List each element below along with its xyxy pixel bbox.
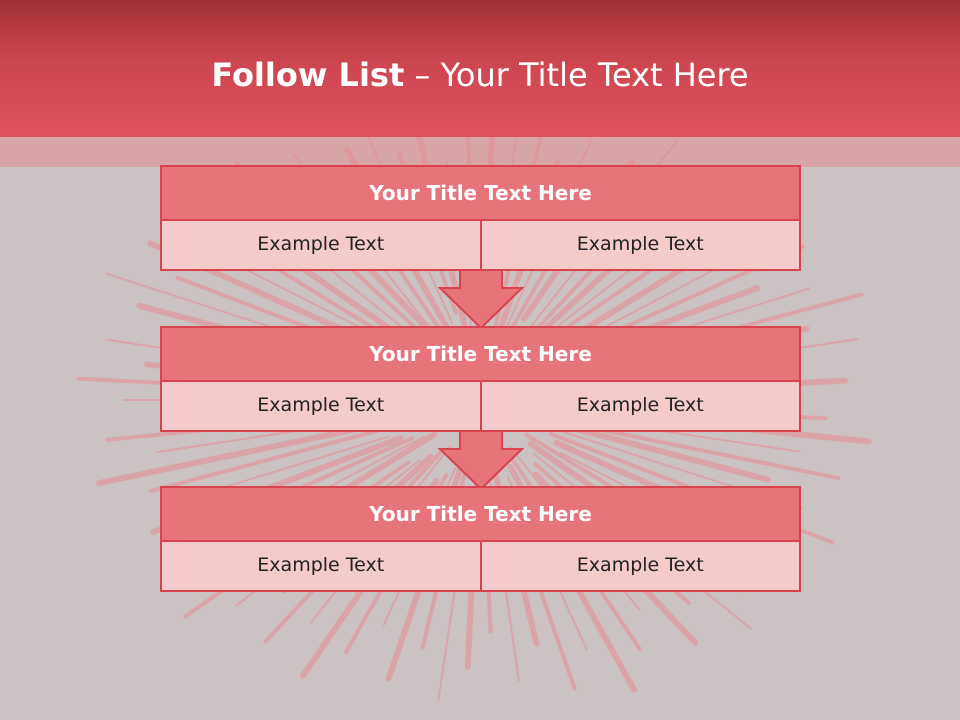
down-arrow-icon bbox=[438, 431, 524, 491]
step-block-2: Your Title Text Here Example Text Exampl… bbox=[160, 326, 801, 432]
step-row-1: Example Text Example Text bbox=[160, 221, 801, 271]
header-bar bbox=[0, 0, 960, 137]
down-arrow-icon bbox=[438, 270, 524, 330]
step-title-2: Your Title Text Here bbox=[160, 326, 801, 382]
title-rest: – Your Title Text Here bbox=[404, 56, 749, 94]
step-cell-left-1: Example Text bbox=[160, 221, 482, 271]
header-strip bbox=[0, 137, 960, 167]
firework-ray bbox=[201, 435, 390, 495]
step-cell-left-3: Example Text bbox=[160, 542, 482, 592]
step-title-1: Your Title Text Here bbox=[160, 165, 801, 221]
firework-ray bbox=[574, 422, 841, 481]
title-bold: Follow List bbox=[211, 56, 405, 94]
step-row-3: Example Text Example Text bbox=[160, 542, 801, 592]
step-cell-right-3: Example Text bbox=[481, 542, 801, 592]
step-title-3: Your Title Text Here bbox=[160, 486, 801, 542]
page-title: Follow List – Your Title Text Here bbox=[0, 52, 960, 98]
step-block-3: Your Title Text Here Example Text Exampl… bbox=[160, 486, 801, 592]
step-block-1: Your Title Text Here Example Text Exampl… bbox=[160, 165, 801, 271]
step-cell-right-2: Example Text bbox=[481, 382, 801, 432]
step-row-2: Example Text Example Text bbox=[160, 382, 801, 432]
step-cell-left-2: Example Text bbox=[160, 382, 482, 432]
step-cell-right-1: Example Text bbox=[481, 221, 801, 271]
